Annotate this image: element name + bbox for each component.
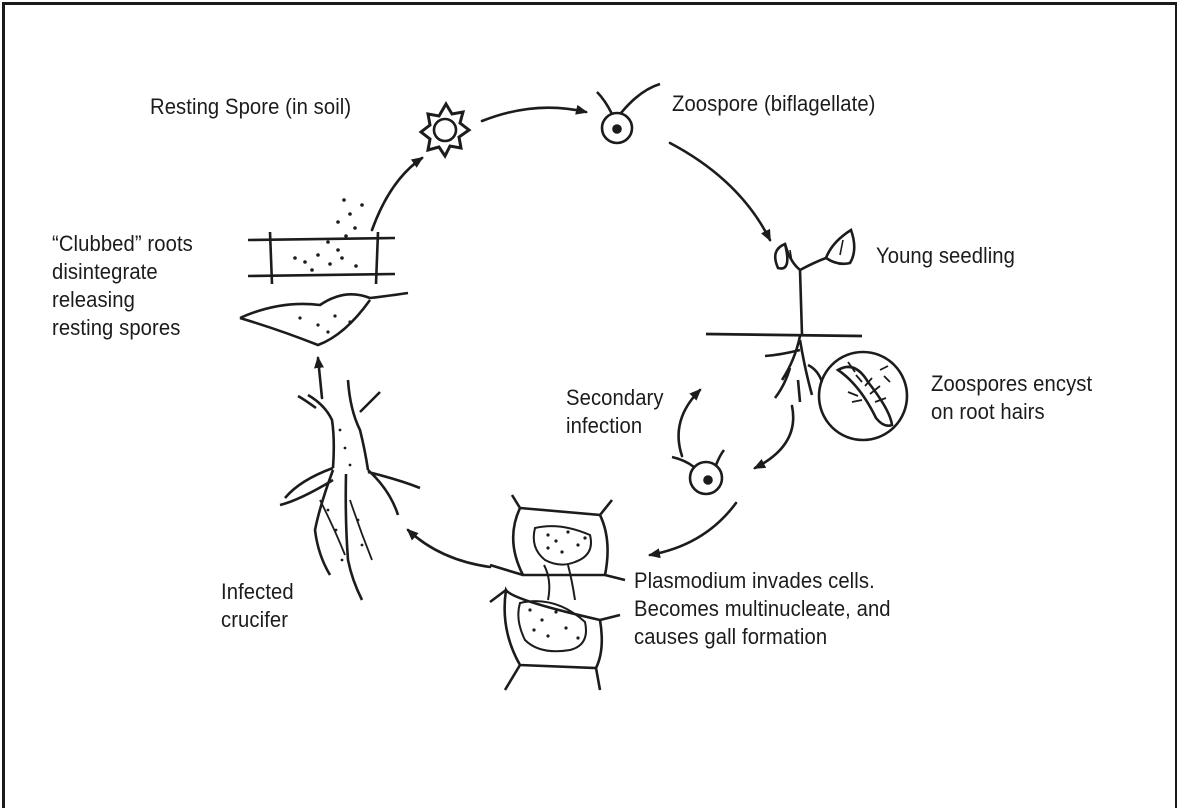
label-young-seedling: Young seedling [876, 242, 1015, 270]
seedling-icon [706, 230, 862, 402]
label-line: on root hairs [931, 398, 1092, 426]
label-line: releasing [52, 286, 193, 314]
spiky-spore-icon [421, 104, 469, 156]
arrow-root-to-secondary-zoospore [755, 406, 793, 468]
label-line: Zoospores encyst [931, 370, 1092, 398]
label-clubbed-roots: “Clubbed” roots disintegrate releasing r… [52, 230, 193, 342]
biflagellate-zoospore-icon [597, 84, 660, 143]
arrow-secondary-infection-loop [679, 390, 700, 456]
label-plasmodium: Plasmodium invades cells. Becomes multin… [634, 567, 891, 651]
arrow-clubbed-to-spore [372, 158, 422, 230]
label-line: causes gall formation [634, 623, 891, 651]
arrow-zoospore-to-seedling [670, 143, 770, 240]
label-line: crucifer [221, 606, 294, 634]
label-line: Plasmodium invades cells. [634, 567, 891, 595]
label-line: infection [566, 412, 664, 440]
label-line: “Clubbed” roots [52, 230, 193, 258]
clubbed-root-plant-icon [280, 380, 420, 600]
label-line: Infected [221, 578, 294, 606]
secondary-zoospore-icon [672, 450, 724, 494]
label-line: Secondary [566, 384, 664, 412]
label-line: Becomes multinucleate, and [634, 595, 891, 623]
root-hair-magnifier-icon [819, 352, 907, 440]
label-line: disintegrate [52, 258, 193, 286]
label-zoospore: Zoospore (biflagellate) [672, 90, 876, 118]
label-secondary-infection: Secondary infection [566, 384, 664, 440]
label-zoospores-encyst: Zoospores encyst on root hairs [931, 370, 1092, 426]
arrow-infected-to-clubbed [318, 358, 322, 398]
label-infected-crucifer: Infected crucifer [221, 578, 294, 634]
disintegrating-root-icon [240, 198, 408, 345]
arrow-spore-to-zoospore [482, 108, 586, 121]
label-line: resting spores [52, 314, 193, 342]
arrow-zoospore-to-plasmodium [650, 503, 736, 555]
arrow-plasmodium-to-infected [408, 530, 490, 567]
infected-cells-icon [490, 495, 625, 690]
label-resting-spore: Resting Spore (in soil) [150, 93, 351, 121]
